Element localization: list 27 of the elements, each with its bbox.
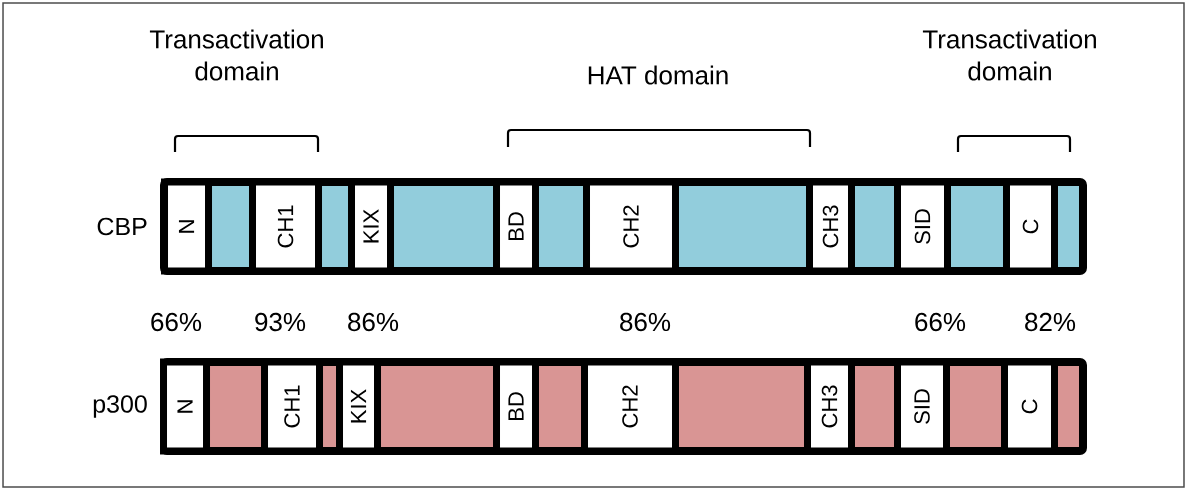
text-label: 93% <box>255 312 306 332</box>
domain-box: CH2 <box>581 358 679 455</box>
text-label: 82% <box>1025 312 1076 332</box>
domain-box: N <box>161 178 212 275</box>
domain-box: KIX <box>348 178 394 275</box>
text-label: 86% <box>348 312 399 332</box>
domain-box: C <box>1001 358 1058 455</box>
text-label: Transactivation domain <box>149 29 323 81</box>
domain-box: C <box>1003 178 1058 275</box>
domain-box: SID <box>894 178 951 275</box>
domain-box: KIX <box>336 358 381 455</box>
text-label: HAT domain <box>588 65 728 85</box>
domain-box: N <box>160 358 210 455</box>
text-label: Transactivation domain <box>922 29 1096 81</box>
text-label: 66% <box>151 312 202 332</box>
domain-box: CH3 <box>804 358 855 455</box>
text-label: 66% <box>915 312 966 332</box>
domain-box: CH1 <box>261 358 323 455</box>
row-label: p300 <box>93 395 147 418</box>
domain-box: BD <box>493 178 539 275</box>
domain-box: CH1 <box>249 178 322 275</box>
domain-box: CH3 <box>806 178 855 275</box>
row-label: CBP <box>97 217 147 236</box>
domain-box: CH2 <box>583 178 679 275</box>
domain-box: BD <box>493 358 539 455</box>
text-label: 86% <box>620 312 671 332</box>
domain-box: SID <box>894 358 950 455</box>
